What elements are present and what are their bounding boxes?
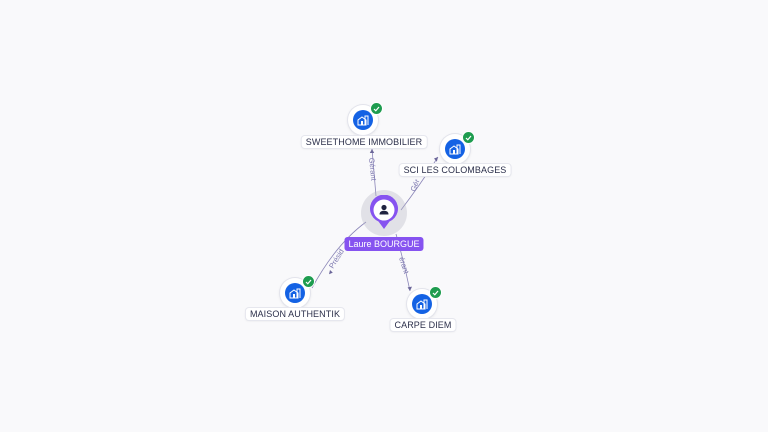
edge-sweethome: Gérant [367, 148, 378, 197]
building-icon [445, 139, 465, 159]
company-node-carpediem[interactable] [407, 286, 442, 319]
company-node-sweethome[interactable] [348, 102, 383, 135]
edge-label-colombages: Gér [409, 177, 422, 192]
edge-label-authentik: Présid [327, 247, 346, 270]
verified-check-icon [370, 102, 383, 115]
company-node-colombages[interactable] [440, 131, 475, 164]
edge-label-carpediem: érant [397, 256, 411, 276]
company-label-authentik[interactable]: MAISON AUTHENTIK [245, 308, 345, 320]
edge-authentik: Présid [311, 221, 367, 289]
person-node[interactable] [361, 190, 407, 236]
building-icon [353, 110, 373, 130]
person-icon [379, 204, 389, 215]
company-label-colombages[interactable]: SCI LES COLOMBAGES [399, 164, 511, 176]
company-label-carpediem[interactable]: CARPE DIEM [390, 319, 456, 331]
verified-check-icon [302, 275, 315, 288]
building-icon [412, 294, 432, 314]
verified-check-icon [429, 286, 442, 299]
company-node-authentik[interactable] [280, 275, 315, 308]
person-label[interactable]: Laure BOURGUE [344, 237, 424, 251]
building-icon [285, 283, 305, 303]
edge-label-sweethome: Gérant [367, 157, 378, 182]
company-label-sweethome[interactable]: SWEETHOME IMMOBILIER [301, 136, 427, 148]
verified-check-icon [462, 131, 475, 144]
